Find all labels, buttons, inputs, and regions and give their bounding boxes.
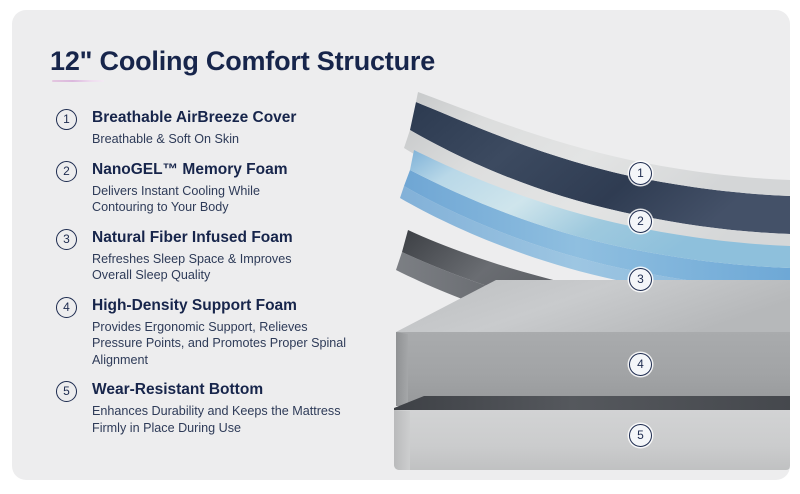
- feature-number-badge-1: 1: [56, 109, 77, 130]
- layer-4-support-shape: [396, 280, 790, 406]
- layer-5-bottom-shape: [394, 396, 790, 470]
- feature-item-4: 4 High-Density Support Foam Provides Erg…: [50, 296, 400, 369]
- layer-1-cover-shape: [404, 92, 790, 256]
- feature-description-4: Provides Ergonomic Support, Relieves Pre…: [92, 319, 347, 367]
- feature-number-badge-3: 3: [56, 228, 77, 250]
- mattress-cutaway-diagram: 1 2 3 4 5: [390, 84, 790, 470]
- page-title: 12" Cooling Comfort Structure: [50, 46, 436, 76]
- product-structure-card: 12" Cooling Comfort Structure 1 Breathab…: [12, 10, 790, 480]
- feature-description-3: Refreshes Sleep Space & Improves Overall…: [92, 251, 292, 283]
- feature-description-1: Breathable & Soft On Skin: [92, 132, 240, 146]
- title-accent-underline: [52, 80, 104, 82]
- feature-title-4: High-Density Support Foam: [92, 296, 297, 314]
- feature-description-2: Delivers Instant Cooling While Contourin…: [92, 183, 260, 215]
- feature-item-3: 3 Natural Fiber Infused Foam Refreshes S…: [50, 228, 400, 284]
- feature-item-1: 1 Breathable AirBreeze Cover Breathable …: [50, 108, 400, 148]
- layer-badge-3: 3: [629, 268, 652, 291]
- layer-badge-4: 4: [629, 353, 652, 376]
- feature-title-3: Natural Fiber Infused Foam: [92, 228, 293, 246]
- layer-badge-2: 2: [629, 210, 652, 233]
- feature-title-1: Breathable AirBreeze Cover: [92, 109, 297, 126]
- feature-item-5: 5 Wear-Resistant Bottom Enhances Durabil…: [50, 380, 400, 436]
- feature-number-badge-2: 2: [56, 160, 77, 182]
- feature-title-5: Wear-Resistant Bottom: [92, 381, 264, 398]
- feature-title-2: NanoGEL™ Memory Foam: [92, 160, 288, 178]
- feature-number-badge-5: 5: [56, 381, 77, 402]
- feature-list: 1 Breathable AirBreeze Cover Breathable …: [50, 108, 400, 448]
- feature-description-5: Enhances Durability and Keeps the Mattre…: [92, 404, 341, 435]
- layer-badge-5: 5: [629, 424, 652, 447]
- feature-number-badge-4: 4: [56, 296, 77, 318]
- layer-badge-1: 1: [629, 162, 652, 185]
- feature-item-2: 2 NanoGEL™ Memory Foam Delivers Instant …: [50, 160, 400, 216]
- title-block: 12" Cooling Comfort Structure: [50, 44, 490, 82]
